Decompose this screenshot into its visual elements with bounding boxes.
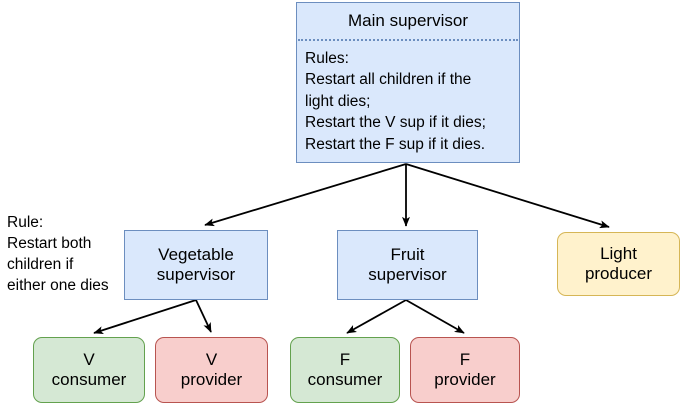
note-line-4: either one dies bbox=[7, 277, 109, 295]
edge-main-to-light bbox=[405, 163, 610, 229]
node-v-consumer[interactable]: V consumer bbox=[33, 337, 145, 403]
light-producer-line2: producer bbox=[584, 264, 653, 283]
rules-line-3: Restart the V sup if it dies; bbox=[305, 114, 486, 132]
fruit-supervisor-line1: Fruit bbox=[390, 245, 425, 265]
f-consumer-line1: F bbox=[339, 350, 351, 370]
rules-heading: Rules: bbox=[305, 50, 349, 67]
fruit-supervisor-line2: supervisor bbox=[368, 265, 447, 284]
note-line-3: children if bbox=[7, 256, 74, 274]
v-consumer-line1: V bbox=[83, 350, 95, 370]
edge-vegetable-to-v-consumer bbox=[93, 299, 197, 334]
main-supervisor-divider bbox=[298, 39, 518, 41]
main-supervisor-rules: Rules: Restart all children if the light… bbox=[297, 41, 519, 155]
vegetable-supervisor-line2: supervisor bbox=[156, 265, 236, 284]
node-vegetable-supervisor[interactable]: Vegetable supervisor bbox=[124, 230, 268, 300]
note-vegetable-rule: Rule: Restart both children if either on… bbox=[7, 212, 125, 296]
edge-vegetable-to-v-provider bbox=[195, 299, 212, 333]
edge-main-to-vegetable bbox=[204, 163, 407, 227]
node-f-provider[interactable]: F provider bbox=[410, 337, 520, 403]
rules-line-4: Restart the F sup if it dies. bbox=[305, 135, 486, 153]
f-consumer-line2: consumer bbox=[307, 370, 383, 389]
light-producer-line1: Light bbox=[600, 244, 637, 264]
node-light-producer[interactable]: Light producer bbox=[557, 232, 680, 296]
rules-line-1: Restart all children if the bbox=[305, 71, 472, 89]
node-f-consumer[interactable]: F consumer bbox=[290, 337, 400, 403]
node-v-provider[interactable]: V provider bbox=[155, 337, 268, 403]
note-line-1: Rule: bbox=[7, 214, 44, 231]
edge-fruit-to-f-consumer bbox=[346, 299, 407, 334]
v-consumer-line2: consumer bbox=[51, 370, 127, 389]
vegetable-supervisor-line1: Vegetable bbox=[158, 245, 234, 265]
edge-fruit-to-f-provider bbox=[405, 299, 465, 334]
note-line-2: Restart both bbox=[7, 235, 92, 253]
f-provider-line2: provider bbox=[434, 370, 496, 389]
node-fruit-supervisor[interactable]: Fruit supervisor bbox=[337, 230, 478, 300]
node-main-supervisor[interactable]: Main supervisor Rules: Restart all child… bbox=[296, 2, 520, 163]
main-supervisor-title: Main supervisor bbox=[348, 11, 468, 31]
f-provider-line1: F bbox=[459, 350, 471, 370]
rules-line-2: light dies; bbox=[305, 92, 371, 110]
v-provider-line1: V bbox=[205, 350, 218, 370]
v-provider-line2: provider bbox=[180, 370, 243, 389]
